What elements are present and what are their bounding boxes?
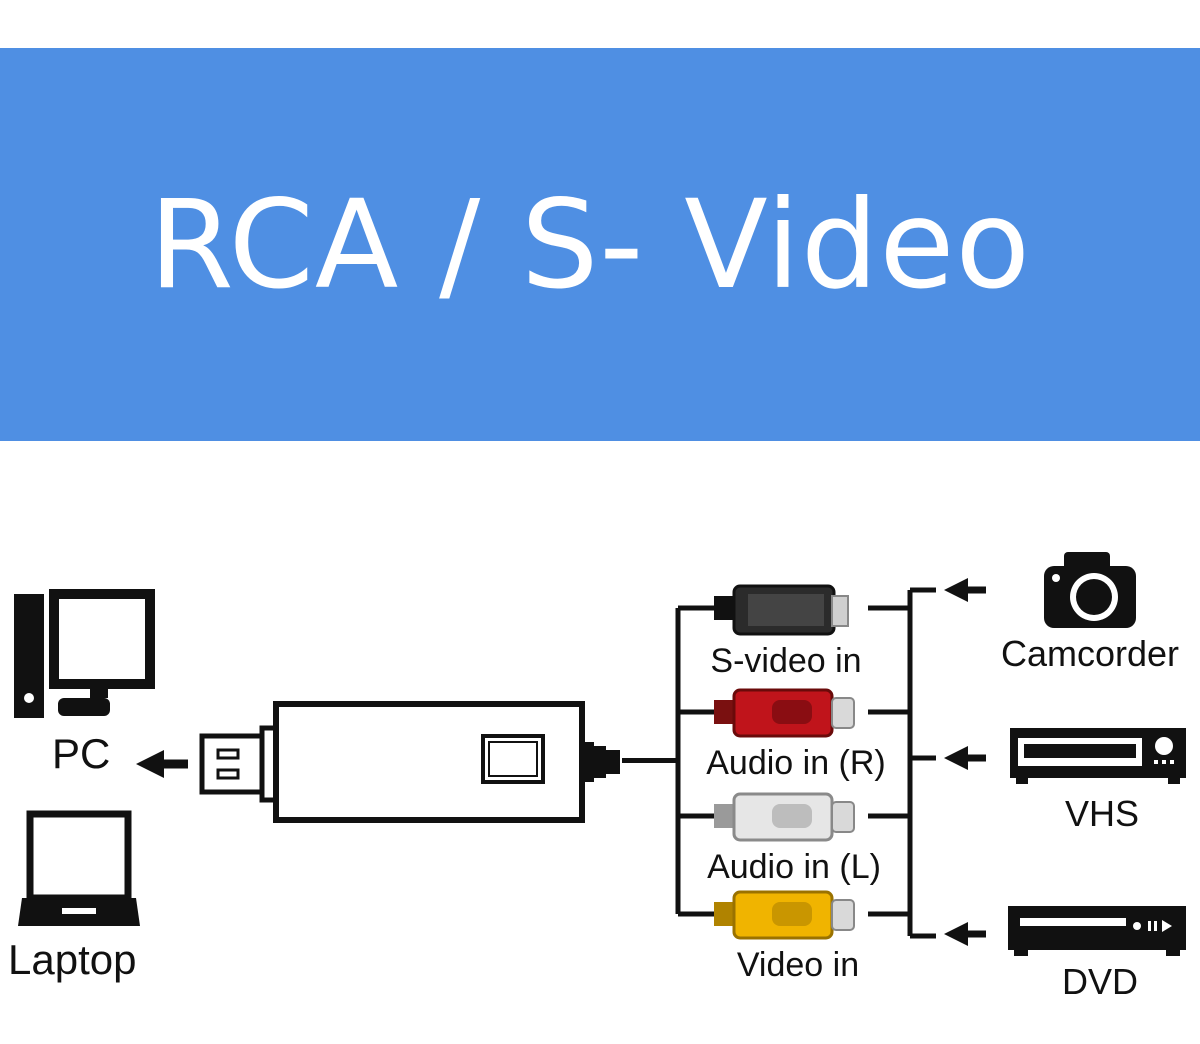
yellow-rca-plug-icon [714, 890, 855, 940]
audio-in-l-label: Audio in (L) [707, 848, 881, 886]
vhs-player-icon [1010, 728, 1186, 784]
arrowhead-pc [136, 750, 164, 778]
desktop-pc-icon [14, 589, 155, 718]
video-in-label: Video in [737, 946, 859, 984]
camcorder-label: Camcorder [1001, 633, 1179, 674]
red-rca-plug-icon [714, 688, 855, 738]
source-bracket-wires [868, 587, 936, 939]
vhs-label: VHS [1065, 793, 1139, 834]
title-banner: RCA / S- Video [0, 48, 1200, 441]
laptop-label: Laptop [8, 936, 136, 983]
camcorder-icon [1044, 552, 1136, 628]
laptop-icon [18, 810, 140, 926]
s-video-in-label: S-video in [710, 642, 861, 680]
usb-capture-stick-icon [199, 701, 680, 823]
s-video-plug-icon [714, 584, 849, 636]
dvd-player-icon [1008, 906, 1186, 956]
audio-in-r-label: Audio in (R) [706, 744, 886, 782]
white-rca-plug-icon [714, 792, 855, 842]
input-bus-wires [675, 605, 718, 917]
banner-title: RCA / S- Video [148, 173, 1032, 316]
pc-label: PC [52, 730, 110, 777]
dvd-label: DVD [1062, 961, 1138, 1002]
source-arrows [944, 578, 986, 946]
